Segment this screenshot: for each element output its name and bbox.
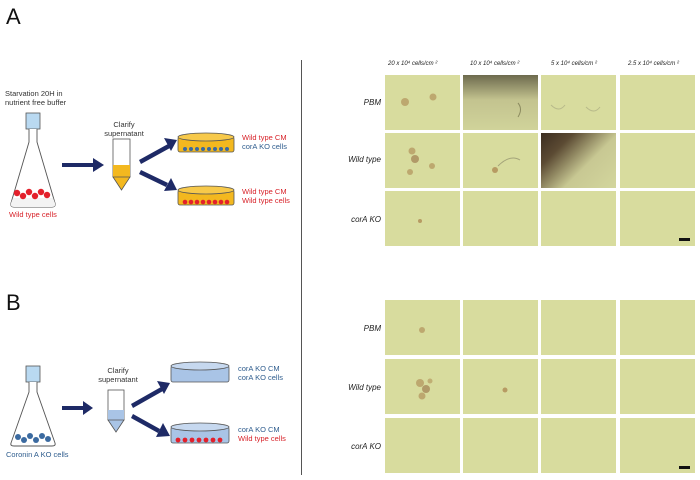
clarify-label-b: Clarify supernatant <box>98 366 138 384</box>
micrograph-a-wt-1 <box>385 133 460 188</box>
arrow-b-down <box>131 414 170 437</box>
micrograph-b-wt-2 <box>463 359 538 414</box>
micrograph-b-pbm-2 <box>463 300 538 355</box>
panel-a-letter: A <box>6 4 21 29</box>
micrograph-b-pbm-1 <box>385 300 460 355</box>
tube-a <box>112 138 131 191</box>
arrow-b-up <box>131 381 170 408</box>
panel-divider <box>301 60 302 475</box>
micrograph-b-pbm-3 <box>541 300 616 355</box>
row-header-a-cora-ko: corA KO <box>351 215 381 224</box>
scale-bar-a <box>679 238 690 241</box>
dish-a-top <box>177 132 235 153</box>
micrograph-a-pbm-1 <box>385 75 460 130</box>
arrow-a-down <box>139 170 177 191</box>
micrograph-a-pbm-3 <box>541 75 616 130</box>
micrograph-b-ko-2 <box>463 418 538 473</box>
micrograph-a-pbm-4 <box>620 75 695 130</box>
arrow-a-up <box>139 138 177 164</box>
micrograph-a-wt-3 <box>541 133 616 188</box>
ko-cells-in-flask <box>15 433 51 443</box>
flask-b <box>10 365 56 447</box>
arrow-a-1 <box>62 158 104 172</box>
dish-a-top-label: Wild type CM corA KO cells <box>242 133 288 151</box>
micrograph-b-pbm-4 <box>620 300 695 355</box>
starvation-label: Starvation 20H in nutrient free buffer <box>5 89 67 107</box>
micrograph-b-wt-1 <box>385 359 460 414</box>
dish-b-bottom <box>170 422 230 444</box>
panel-b-letter: B <box>6 290 21 315</box>
coronin-cells-label: Coronin A KO cells <box>6 450 69 459</box>
column-header-1: 20 x 10⁴ cells/cm ² <box>388 61 438 67</box>
micrograph-a-wt-2 <box>463 133 538 188</box>
schematic-a <box>10 112 235 208</box>
dish-a-bottom-label: Wild type CM Wild type cells <box>242 187 290 205</box>
micrograph-b-ko-4 <box>620 418 695 473</box>
row-header-b-cora-ko: corA KO <box>351 442 381 451</box>
column-header-4: 2.5 x 10⁴ cells/cm ² <box>628 61 679 67</box>
scale-bar-b <box>679 466 690 469</box>
micrograph-a-ko-4 <box>620 191 695 246</box>
micrograph-a-pbm-2 <box>463 75 538 130</box>
dish-b-top-label: corA KO CM corA KO cells <box>238 364 284 382</box>
micrograph-b-ko-3 <box>541 418 616 473</box>
clarify-label-a: Clarify supernatant <box>104 120 144 138</box>
column-header-2: 10 x 10⁴ cells/cm ² <box>470 61 520 67</box>
micrograph-a-ko-3 <box>541 191 616 246</box>
arrow-b-1 <box>62 401 93 415</box>
wild-type-cells-label: Wild type cells <box>9 210 57 219</box>
flask-a <box>10 112 56 208</box>
dish-a-bottom <box>177 185 235 206</box>
micrograph-b-wt-3 <box>541 359 616 414</box>
row-header-b-pbm: PBM <box>363 324 381 333</box>
row-header-a-pbm: PBM <box>363 98 381 107</box>
wild-type-cells-in-flask <box>13 188 51 200</box>
row-header-a-wild-type: Wild type <box>348 155 381 164</box>
micrograph-a-ko-2 <box>463 191 538 246</box>
micrograph-a-wt-4 <box>620 133 695 188</box>
row-header-b-wild-type: Wild type <box>348 383 381 392</box>
tube-b <box>107 389 125 433</box>
micrograph-b-ko-1 <box>385 418 460 473</box>
micrograph-b-wt-4 <box>620 359 695 414</box>
schematic-b <box>10 361 230 447</box>
column-header-3: 5 x 10⁴ cells/cm ² <box>551 61 597 67</box>
dish-b-bottom-label: corA KO CM Wild type cells <box>238 425 286 443</box>
dish-b-top <box>170 361 230 383</box>
micrograph-a-ko-1 <box>385 191 460 246</box>
